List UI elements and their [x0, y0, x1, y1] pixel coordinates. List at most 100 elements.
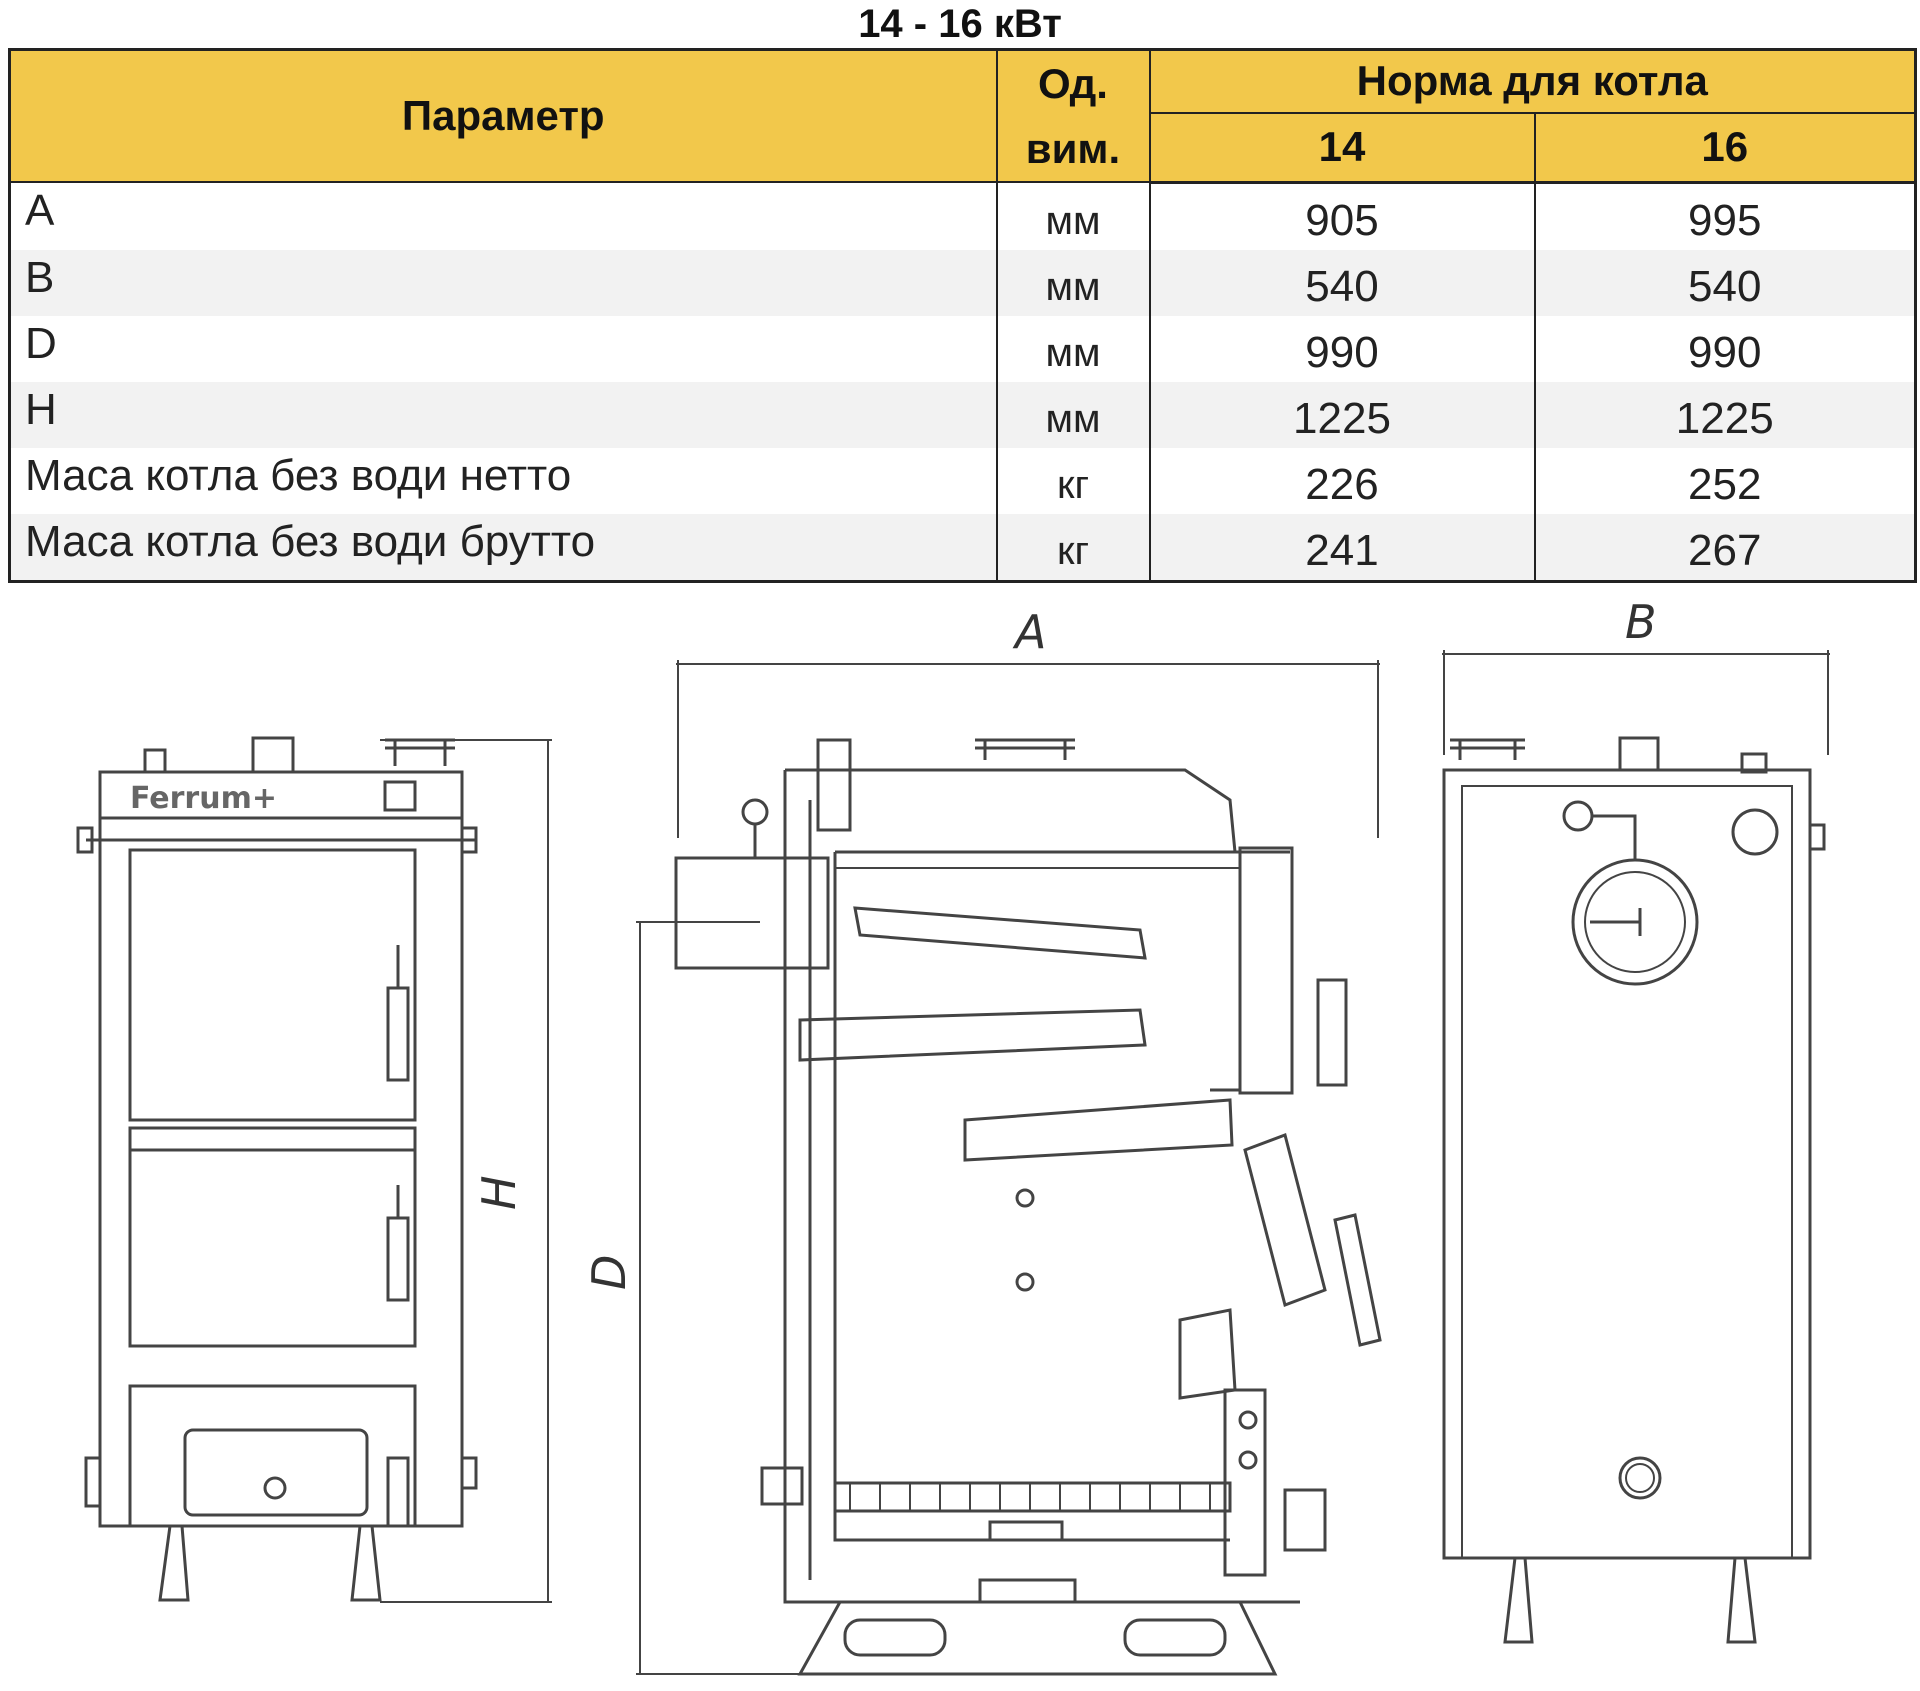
front-middle-handle	[386, 1216, 410, 1302]
front-lower-handle	[386, 1456, 410, 1528]
front-ash-door	[183, 1428, 369, 1517]
back-leg-right	[1726, 1556, 1757, 1644]
table-row: D мм 990 990	[8, 315, 1917, 382]
header-param: Параметр	[8, 49, 998, 184]
row-param: H	[8, 381, 998, 448]
spec-table: Параметр Од. вим. Норма для котла 14 16 …	[8, 48, 1917, 583]
header-model-16: 16	[1533, 112, 1917, 184]
back-view: B	[1442, 595, 1830, 1644]
side-outer-wall	[783, 770, 1300, 1604]
side-lower-bolt-icon-2	[1238, 1450, 1258, 1470]
boiler-drawing: Ferrum+ H A	[0, 590, 1920, 1691]
row-value-14: 540	[1148, 249, 1536, 316]
side-firebox-wall	[833, 852, 1230, 1542]
row-value-16: 267	[1533, 513, 1917, 582]
back-return-port-inner	[1625, 1463, 1655, 1493]
header-unit-line1: Од.	[1038, 60, 1108, 107]
side-chimney-stub	[816, 738, 852, 832]
row-value-16: 1225	[1533, 381, 1917, 448]
row-value-14: 1225	[1148, 381, 1536, 448]
back-leg-left	[1503, 1556, 1534, 1644]
row-unit: мм	[995, 182, 1151, 250]
front-leg-right	[350, 1524, 382, 1602]
side-ash-slot	[988, 1520, 1064, 1542]
row-param: B	[8, 249, 998, 316]
side-grate-bars	[849, 1483, 1211, 1511]
front-middle-door	[128, 1148, 417, 1348]
front-chimney-stub	[251, 736, 295, 774]
back-body	[1442, 768, 1812, 1560]
row-value-14: 241	[1148, 513, 1536, 582]
table-row: H мм 1225 1225	[8, 381, 1917, 448]
front-lower-side-fitting-right	[460, 1456, 478, 1490]
front-upper-handle	[386, 986, 410, 1082]
row-value-14: 990	[1148, 315, 1536, 382]
header-unit-line2: вим.	[1025, 125, 1121, 173]
page-title: 14 - 16 кВт	[858, 2, 1062, 46]
front-top-fitting-left	[143, 748, 167, 774]
row-value-16: 252	[1533, 447, 1917, 514]
back-sensor-port	[1562, 800, 1594, 832]
row-value-14: 226	[1148, 447, 1536, 514]
side-lower-handle	[1283, 1488, 1327, 1552]
side-firebox-top	[835, 850, 1242, 1092]
side-base-cutout-left	[843, 1618, 947, 1657]
side-top-flange	[975, 738, 1075, 760]
front-lower-side-fitting	[84, 1456, 102, 1508]
side-upper-door	[1238, 846, 1294, 1095]
header-norm: Норма для котла	[1148, 49, 1917, 114]
brand-logo: Ferrum+	[130, 781, 277, 816]
row-value-16: 995	[1533, 182, 1917, 250]
front-leg-left	[158, 1524, 190, 1602]
row-param: A	[8, 182, 998, 250]
row-param: Маса котла без води брутто	[8, 513, 998, 582]
side-upper-door-handle	[1316, 978, 1348, 1087]
side-top-jacket	[785, 768, 1290, 854]
front-air-regulator-icon	[263, 1476, 287, 1500]
front-upper-door	[128, 848, 417, 1122]
side-flue-outlet	[674, 856, 830, 970]
row-value-14: 905	[1148, 182, 1536, 250]
row-unit: кг	[995, 513, 1151, 582]
side-grate	[833, 1481, 1232, 1513]
back-draft-regulator-icon	[1590, 908, 1642, 936]
side-sensor-bolt-icon	[1015, 1188, 1035, 1208]
back-flue-collar-inner	[1584, 871, 1686, 973]
back-top-flange	[1450, 738, 1525, 760]
back-side-fitting	[1808, 823, 1826, 851]
boiler-drawing-svg: Ferrum+ H A	[76, 595, 1830, 1676]
side-base	[797, 1601, 1278, 1676]
side-middle-door-handle	[1333, 1213, 1382, 1347]
side-lower-bolt-icon	[1238, 1410, 1258, 1430]
back-chimney-stub	[1618, 736, 1660, 772]
side-baffle-middle	[798, 1008, 1147, 1062]
side-middle-door	[1243, 1133, 1327, 1307]
side-base-cutout-right	[1123, 1618, 1227, 1657]
header-model-14: 14	[1148, 112, 1536, 184]
row-unit: мм	[995, 381, 1151, 448]
table-row: B мм 540 540	[8, 249, 1917, 316]
back-outlet-port	[1731, 808, 1779, 856]
back-return-port	[1618, 1456, 1662, 1500]
row-unit: мм	[995, 249, 1151, 316]
row-unit: кг	[995, 447, 1151, 514]
side-return-fitting	[760, 1466, 804, 1506]
back-panel	[1461, 785, 1793, 1559]
table-row: Маса котла без води нетто кг 226 252	[8, 447, 1917, 514]
side-baffle-lower	[963, 1098, 1234, 1162]
row-param: D	[8, 315, 998, 382]
back-sensor-pipe	[1592, 814, 1637, 860]
back-top-fitting	[1740, 752, 1768, 774]
front-lower-door	[128, 1384, 417, 1528]
side-section-view: A D	[582, 605, 1382, 1676]
table-row: Маса котла без води брутто кг 241 267	[8, 513, 1917, 582]
header-unit: Од. вим.	[995, 49, 1151, 184]
table-row: A мм 905 995	[8, 182, 1917, 250]
side-base-block	[978, 1578, 1077, 1604]
dim-label-h: H	[472, 1175, 526, 1210]
front-view: Ferrum+ H	[76, 736, 552, 1603]
row-value-16: 990	[1533, 315, 1917, 382]
dim-label-d: D	[582, 1255, 636, 1290]
front-door-divider	[128, 1126, 417, 1152]
side-ash-chute	[1178, 1308, 1237, 1400]
